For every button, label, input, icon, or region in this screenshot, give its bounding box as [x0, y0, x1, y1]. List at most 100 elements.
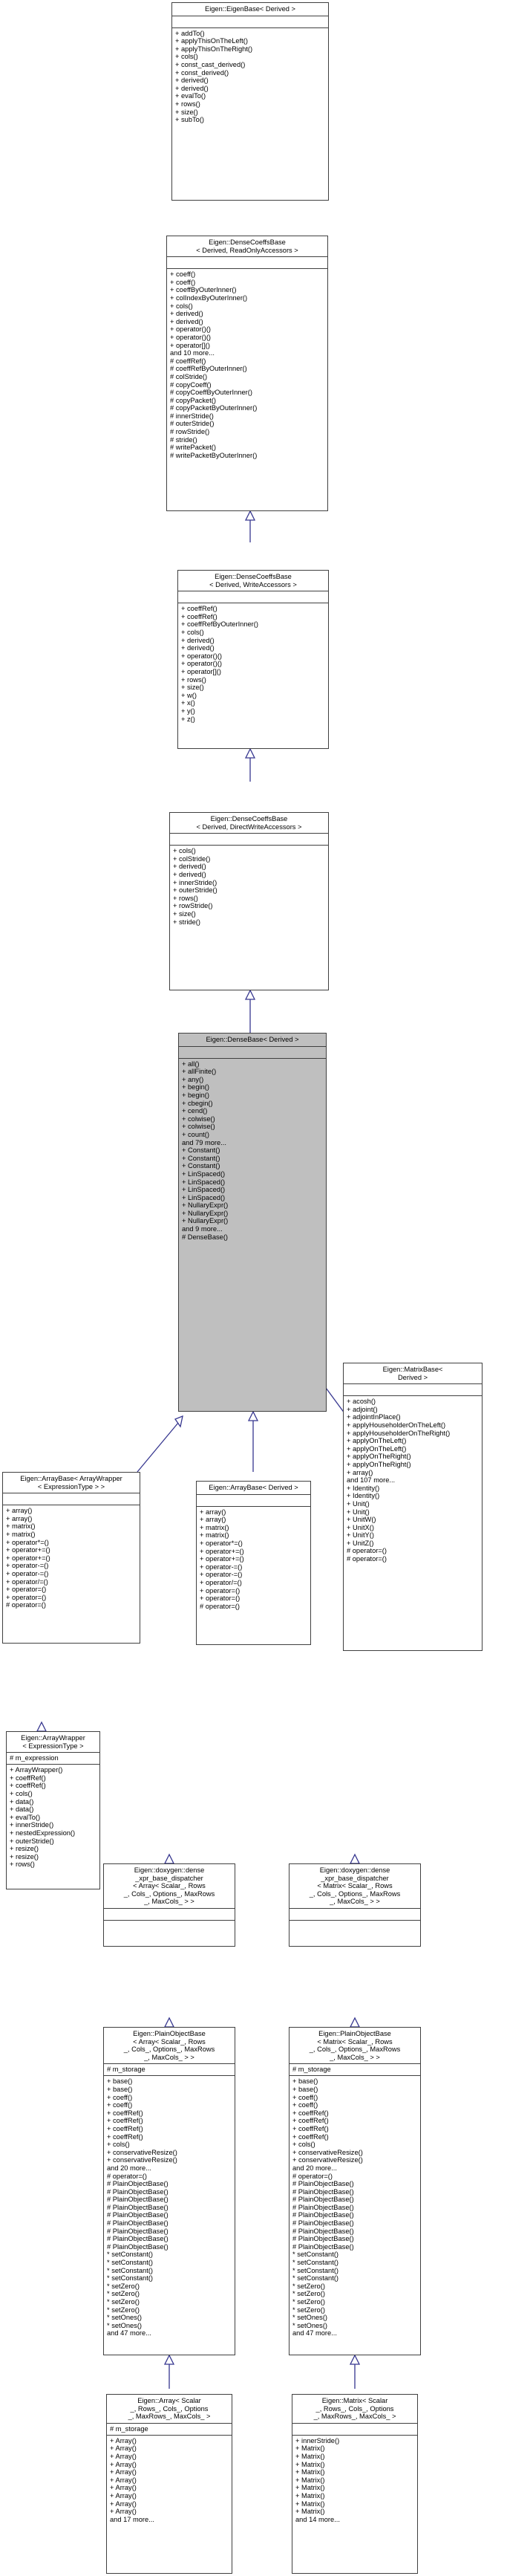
operation-item: + LinSpaced()	[182, 1186, 226, 1194]
operation-item: + Array()	[110, 2460, 137, 2468]
operation-item: + outerStride()	[173, 886, 217, 895]
operation-item: + stride()	[173, 918, 200, 926]
operation-item: + Array()	[110, 2444, 137, 2453]
operation-item: + Unit()	[347, 1508, 370, 1516]
class-attributes	[197, 1495, 310, 1507]
class-attributes: # m_storage	[107, 2424, 232, 2436]
operation-item: * setConstant()	[107, 2259, 154, 2267]
class-node-densecoeffsbase-readonly[interactable]: Eigen::DenseCoeffsBase < Derived, ReadOn…	[166, 236, 328, 511]
operation-item: + applyOnTheLeft()	[347, 1444, 407, 1453]
operation-item: # operator=()	[107, 2172, 148, 2180]
operation-item: + colIndexByOuterInner()	[170, 293, 248, 302]
class-node-densecoeffsbase-write[interactable]: Eigen::DenseCoeffsBase < Derived, WriteA…	[177, 570, 329, 749]
operation-item: + evalTo()	[175, 92, 206, 100]
operation-item: + coeffRef()	[292, 2124, 329, 2132]
class-node-densebase[interactable]: Eigen::DenseBase< Derived > + all()+ all…	[178, 1033, 327, 1412]
class-node-dispatcher-array[interactable]: Eigen::doxygen::dense _xpr_base_dispatch…	[103, 1863, 235, 1947]
class-title: Eigen::EigenBase< Derived >	[172, 3, 328, 16]
class-attributes	[344, 1384, 482, 1397]
operation-item: + applyOnTheLeft()	[347, 1437, 407, 1445]
operation-item: + applyOnTheRight()	[347, 1453, 411, 1461]
operation-item: + operator*=()	[200, 1539, 243, 1547]
operation-item: # copyCoeff()	[170, 380, 212, 389]
operation-item: + Constant()	[182, 1146, 220, 1155]
operation-item: + array()	[6, 1507, 33, 1515]
operation-item: + acosh()	[347, 1398, 376, 1406]
operation-item: + Array()	[110, 2452, 137, 2460]
class-attributes	[178, 591, 328, 604]
operation-item: + adjoint()	[347, 1405, 378, 1413]
operation-item: + Constant()	[182, 1162, 220, 1170]
operation-item: + cbegin()	[182, 1099, 213, 1107]
operation-item: + array()	[200, 1516, 226, 1524]
operation-item: * setConstant()	[107, 2274, 154, 2283]
operation-item: + w()	[181, 691, 197, 699]
operation-item: + nestedExpression()	[10, 1829, 76, 1837]
operation-item: + NullaryExpr()	[182, 1217, 229, 1225]
class-attributes	[292, 2424, 417, 2436]
operation-item: + rows()	[175, 100, 200, 108]
class-operations: + coeff()+ coeff()+ coeffByOuterInner()+…	[167, 269, 327, 510]
class-node-plainobjectbase-matrix[interactable]: Eigen::PlainObjectBase < Matrix< Scalar_…	[289, 2027, 421, 2355]
operation-item: * setZero()	[107, 2298, 140, 2306]
operation-item: and 47 more...	[292, 2329, 337, 2337]
operation-item: + addTo()	[175, 29, 205, 37]
class-node-dispatcher-matrix[interactable]: Eigen::doxygen::dense _xpr_base_dispatch…	[289, 1863, 421, 1947]
operation-item: + applyHouseholderOnTheRight()	[347, 1429, 451, 1437]
operation-item: + coeffRef()	[181, 605, 217, 613]
operation-item: + operator*=()	[6, 1538, 49, 1546]
operation-item: + conservativeResize()	[107, 2148, 177, 2156]
operation-item: + derived()	[175, 84, 209, 92]
operation-item: + Array()	[110, 2499, 137, 2508]
operation-item: + coeffRef()	[107, 2124, 143, 2132]
class-title: Eigen::ArrayWrapper < ExpressionType >	[7, 1732, 99, 1753]
class-node-matrix-final[interactable]: Eigen::Matrix< Scalar _, Rows_, Cols_, O…	[292, 2394, 418, 2574]
operation-item: + matrix()	[6, 1530, 36, 1538]
operation-item: # PlainObjectBase()	[292, 2219, 354, 2228]
operation-item: * setOnes()	[107, 2314, 143, 2322]
operation-item: + operator+=()	[6, 1554, 50, 1562]
class-operations: + base()+ base()+ coeff()+ coeff()+ coef…	[104, 2076, 235, 2355]
operation-item: + NullaryExpr()	[182, 1209, 229, 1217]
class-node-matrixbase-derived[interactable]: Eigen::MatrixBase< Derived > + acosh()+ …	[343, 1363, 483, 1651]
operation-item: + Array()	[110, 2436, 137, 2444]
operation-item: + outerStride()	[10, 1837, 54, 1845]
operation-item: + UnitZ()	[347, 1539, 374, 1547]
operation-item: + allFinite()	[182, 1068, 217, 1076]
class-attributes	[172, 16, 328, 28]
class-node-densecoeffsbase-directwrite[interactable]: Eigen::DenseCoeffsBase < Derived, Direct…	[169, 812, 329, 990]
operation-item: + any()	[182, 1075, 204, 1083]
class-node-arraybase-arraywrapper[interactable]: Eigen::ArrayBase< ArrayWrapper < Express…	[2, 1472, 140, 1644]
class-node-array-final[interactable]: Eigen::Array< Scalar _, Rows_, Cols_, Op…	[106, 2394, 232, 2574]
class-title: Eigen::DenseCoeffsBase < Derived, Direct…	[170, 813, 328, 834]
operation-item: + array()	[347, 1468, 373, 1476]
operation-item: + cols()	[181, 628, 204, 636]
operation-item: + derived()	[170, 310, 203, 318]
operation-item: + Array()	[110, 2491, 137, 2499]
operation-item: + colwise()	[182, 1115, 215, 1123]
operation-item: + Array()	[110, 2476, 137, 2484]
class-operations: + ArrayWrapper()+ coeffRef()+ coeffRef()…	[7, 1765, 99, 1889]
operation-item: + const_derived()	[175, 68, 229, 77]
operation-item: # colStride()	[170, 372, 208, 380]
operation-item: and 14 more...	[295, 2515, 340, 2523]
operation-item: + operator-=()	[6, 1562, 49, 1570]
operation-item: * setOnes()	[292, 2321, 328, 2329]
operation-item: + operator[]()	[181, 667, 221, 675]
class-attributes: # m_expression	[7, 1753, 99, 1765]
operation-item: + operator-=()	[200, 1563, 243, 1571]
class-node-eigenbase[interactable]: Eigen::EigenBase< Derived > + addTo()+ a…	[171, 2, 329, 201]
operation-item: and 10 more...	[170, 349, 215, 357]
operation-item: + NullaryExpr()	[182, 1201, 229, 1210]
operation-item: + UnitY()	[347, 1531, 374, 1540]
operation-item: + cols()	[173, 847, 196, 855]
operation-item: * setZero()	[292, 2290, 325, 2298]
operation-item: + innerStride()	[173, 878, 217, 886]
class-node-arraywrapper[interactable]: Eigen::ArrayWrapper < ExpressionType > #…	[6, 1731, 100, 1889]
class-node-plainobjectbase-array[interactable]: Eigen::PlainObjectBase < Array< Scalar_,…	[103, 2027, 235, 2355]
operation-item: + matrix()	[200, 1523, 229, 1531]
operation-item: + y()	[181, 707, 195, 715]
class-node-arraybase-derived[interactable]: Eigen::ArrayBase< Derived > + array()+ a…	[196, 1481, 311, 1645]
operation-item: # PlainObjectBase()	[292, 2187, 354, 2196]
operation-item: # stride()	[170, 435, 197, 444]
